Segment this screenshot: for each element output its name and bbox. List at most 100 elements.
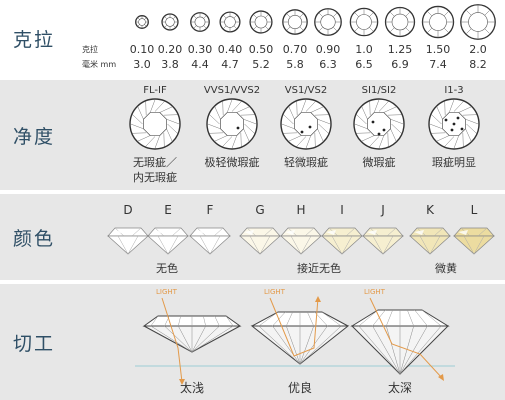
carat-mm-value: 3.0 <box>133 58 151 71</box>
color-grade-letter: J <box>380 203 385 217</box>
color-diamond <box>239 227 281 255</box>
clarity-desc-line2: 内无瑕疵 <box>133 170 177 184</box>
carat-mm-value: 4.4 <box>191 58 209 71</box>
carat-title: 克拉 <box>12 28 55 51</box>
clarity-diamond <box>206 98 258 150</box>
carat-mm-value: 3.8 <box>161 58 179 71</box>
carat-mm-value: 7.4 <box>429 58 447 71</box>
carat-value: 0.30 <box>188 43 213 56</box>
color-diamond <box>362 227 404 255</box>
color-title: 颜色 <box>12 227 55 250</box>
carat-size-circle <box>314 8 342 36</box>
color-grade-letter: K <box>426 203 435 217</box>
carat-size-circle <box>349 7 379 37</box>
clarity-desc: 瑕疵明显 <box>432 155 476 169</box>
clarity-title: 净度 <box>12 125 55 148</box>
color-grade-letter: F <box>207 203 214 217</box>
clarity-grade-row: FL-IF 无瑕疵／内无瑕疵 VVS1/VVS2 极轻微瑕疵 VS1/VS2 轻微瑕疵 SI… <box>129 85 480 184</box>
color-diamond <box>321 227 363 255</box>
light-ray <box>269 296 321 357</box>
carat-value: 0.20 <box>158 43 183 56</box>
cut-type-label: 优良 <box>288 380 312 395</box>
carat-mm-value: 4.7 <box>221 58 239 71</box>
carat-value: 0.70 <box>283 43 308 56</box>
carat-value: 2.0 <box>469 43 487 56</box>
color-grade-letter: D <box>123 203 132 217</box>
color-group-colorless: 无色 <box>156 261 178 275</box>
cut-band: 切工 LIGHT 太浅 LIGHT 优良 LIGHT 太深 <box>0 284 505 400</box>
clarity-desc: 轻微瑕疵 <box>284 155 328 169</box>
color-diamond <box>189 227 231 255</box>
clarity-desc: 极轻微瑕疵 <box>205 155 260 169</box>
clarity-desc: 无瑕疵／ <box>133 155 177 169</box>
light-ray <box>161 297 185 385</box>
carat-mm-value: 6.3 <box>319 58 337 71</box>
carat-value: 1.50 <box>426 43 451 56</box>
color-diamond <box>409 227 451 255</box>
carat-size-circle <box>190 12 210 32</box>
cut-diamond <box>350 309 450 375</box>
color-diamond <box>107 227 149 255</box>
clarity-grade-label: FL-IF <box>143 85 167 96</box>
clarity-grade-label: SI1/SI2 <box>362 85 397 96</box>
carat-value: 0.90 <box>316 43 341 56</box>
clarity-grade-label: I1-3 <box>444 85 463 96</box>
color-diamond <box>280 227 322 255</box>
light-label: LIGHT <box>156 288 178 296</box>
carat-size-circle <box>219 11 241 33</box>
clarity-graphic: FL-IF 无瑕疵／内无瑕疵 VVS1/VVS2 极轻微瑕疵 VS1/VS2 轻微瑕疵 SI… <box>129 85 480 184</box>
cut-diagram-row: LIGHT 太浅 LIGHT 优良 LIGHT 太深 <box>135 288 455 395</box>
cut-diamond <box>250 311 350 365</box>
color-grade-letter: I <box>340 203 344 217</box>
light-ray <box>369 297 444 381</box>
carat-size-circle <box>421 5 455 39</box>
color-group-faint-yellow: 微黄 <box>435 261 457 275</box>
carat-circle-row <box>135 4 496 40</box>
cut-type-label: 太深 <box>388 380 412 395</box>
clarity-diamond <box>428 98 480 150</box>
cut-graphic: LIGHT 太浅 LIGHT 优良 LIGHT 太深 <box>135 288 455 395</box>
carat-mm-row: 3.0 3.8 4.4 4.7 5.2 5.8 6.3 6.5 6.9 7.4 8.2 <box>133 58 487 71</box>
clarity-grade-label: VS1/VS2 <box>285 85 327 96</box>
clarity-diamond <box>129 98 181 150</box>
color-diamond <box>453 227 495 255</box>
cut-type-label: 太浅 <box>180 380 204 395</box>
light-label: LIGHT <box>264 288 286 296</box>
carat-mm-value: 6.9 <box>391 58 409 71</box>
color-group-near-colorless: 接近无色 <box>297 261 341 275</box>
carat-mm-value: 5.8 <box>286 58 304 71</box>
carat-size-circle <box>460 4 496 40</box>
color-grade-letter: E <box>164 203 172 217</box>
carat-row-label: 克拉 <box>82 44 98 54</box>
carat-mm-value: 5.2 <box>252 58 270 71</box>
carat-value: 1.0 <box>355 43 373 56</box>
clarity-desc: 微瑕疵 <box>363 155 396 169</box>
carat-value: 0.40 <box>218 43 243 56</box>
clarity-grade-label: VVS1/VVS2 <box>204 85 260 96</box>
carat-size-circle <box>249 10 273 34</box>
carat-value: 0.10 <box>130 43 155 56</box>
color-diamond <box>147 227 189 255</box>
carat-value: 0.50 <box>249 43 274 56</box>
color-grade-letter: H <box>296 203 305 217</box>
carat-mm-value: 6.5 <box>355 58 373 71</box>
clarity-band: 净度 FL-IF 无瑕疵／内无瑕疵 VVS1/VVS2 极轻微瑕疵 VS1/VS2 轻微瑕… <box>0 80 505 190</box>
carat-size-circle <box>384 6 416 38</box>
clarity-diamond <box>353 98 405 150</box>
carat-mm-value: 8.2 <box>469 58 487 71</box>
carat-size-circle <box>135 15 149 29</box>
carat-size-circle <box>282 9 308 35</box>
light-label: LIGHT <box>364 288 386 296</box>
clarity-diamond <box>280 98 332 150</box>
color-grade-letter: G <box>255 203 264 217</box>
mm-row-label: 毫米 mm <box>82 59 116 69</box>
cut-title: 切工 <box>12 332 55 355</box>
carat-value: 1.25 <box>388 43 413 56</box>
